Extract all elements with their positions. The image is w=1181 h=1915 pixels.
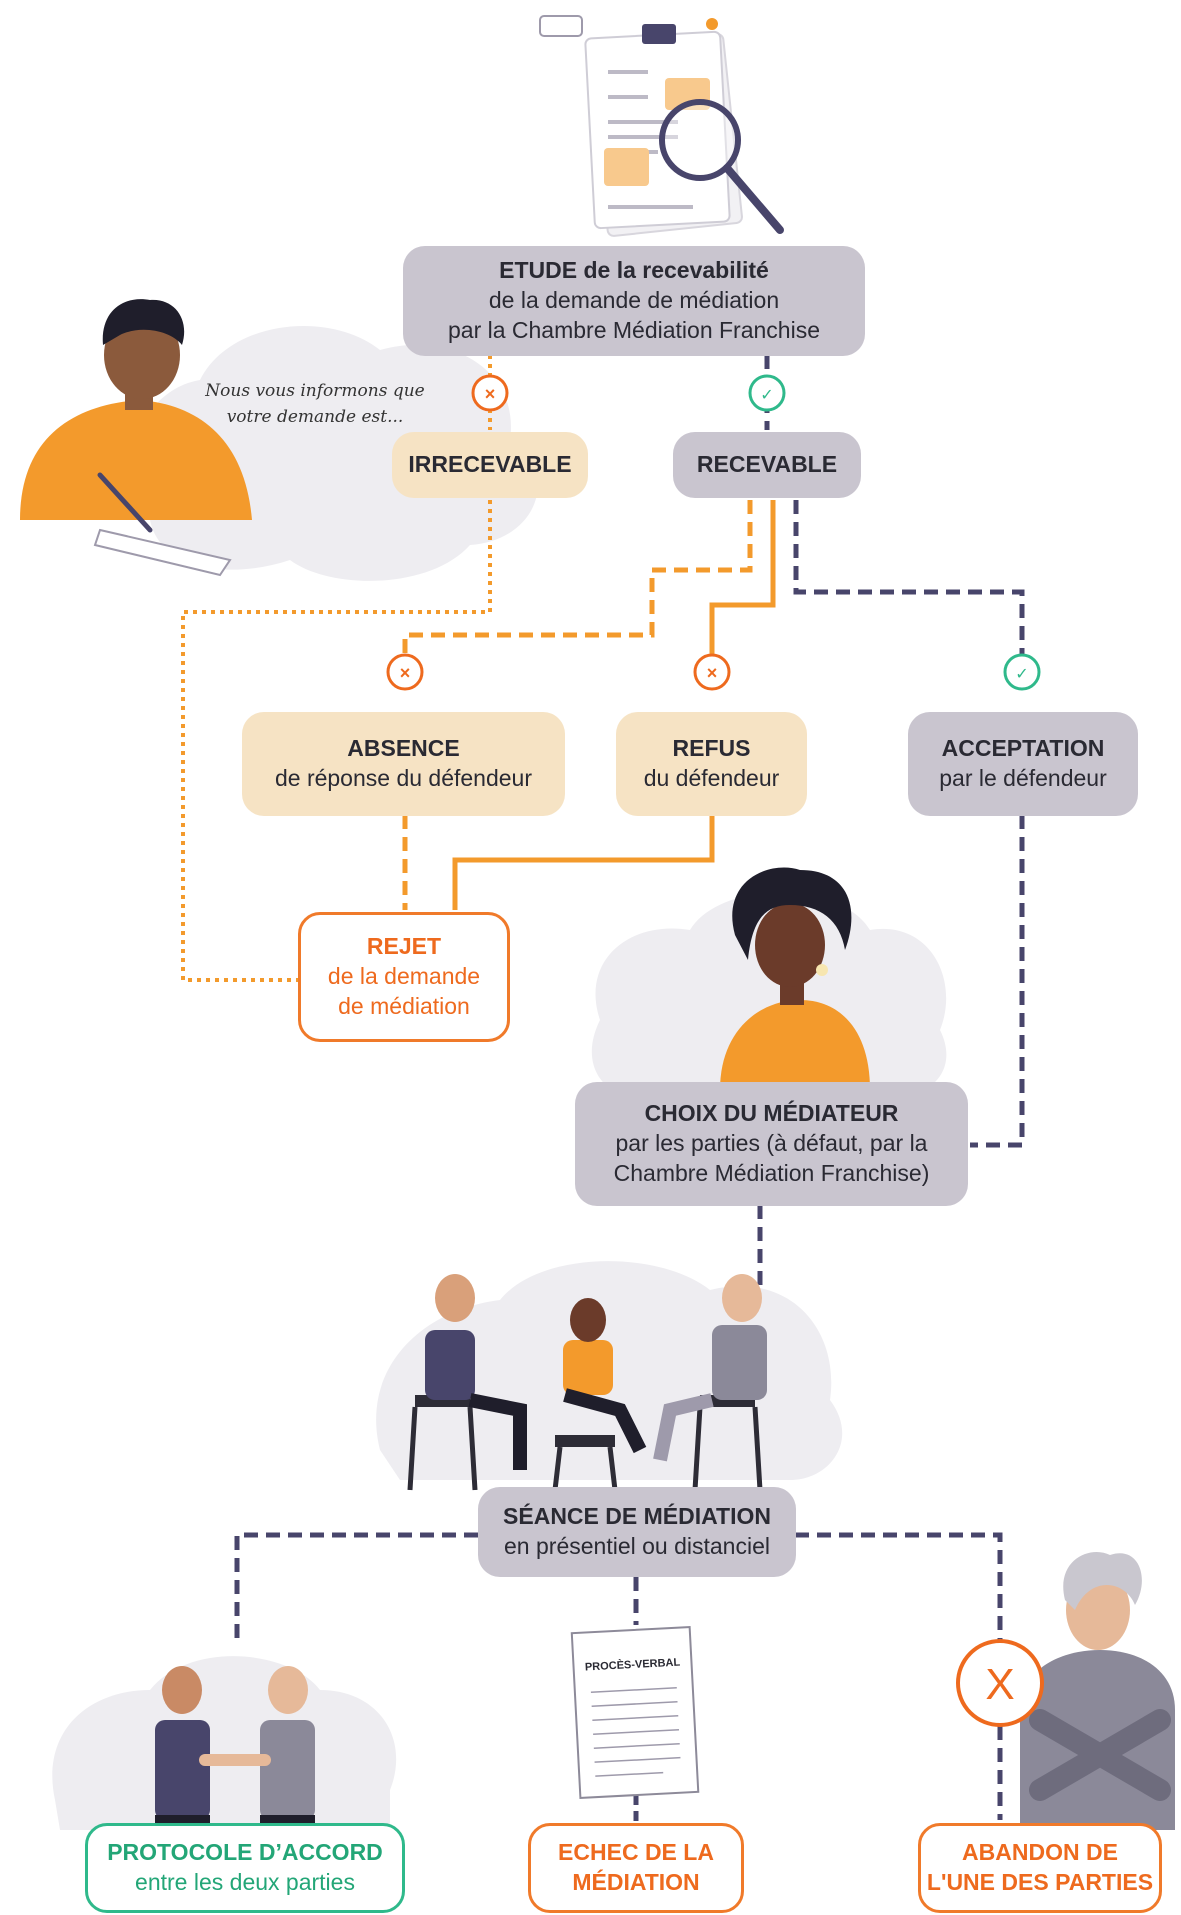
absence-title: ABSENCE (347, 735, 460, 762)
connector-irrecevable-rejet (181, 500, 492, 982)
node-protocole: PROTOCOLE D’ACCORD entre les deux partie… (85, 1823, 405, 1913)
connector-seance-abandon (795, 1532, 1003, 1820)
check-marker-acceptation: ✓ (1003, 653, 1041, 691)
etude-line2: de la demande de médiation (488, 287, 780, 314)
speech-line-2: votre demande est... (226, 407, 404, 428)
svg-text:X: X (985, 1660, 1014, 1709)
echec-title: ECHEC DE LA (558, 1839, 714, 1866)
connector-acceptation-choix (970, 815, 1025, 1148)
choix-line3: Chambre Médiation Franchise) (613, 1159, 930, 1186)
choix-line2: par les parties (à défaut, par la (615, 1130, 928, 1157)
man-writing-illustration (20, 299, 252, 577)
recevable-title: RECEVABLE (696, 451, 838, 478)
node-etude: ETUDE de la recevabilité de la demande d… (403, 246, 865, 356)
x-marker-irrecevable: × (471, 374, 509, 412)
node-acceptation: ACCEPTATION par le défendeur (908, 712, 1138, 816)
seance-subtitle: en présentiel ou distanciel (504, 1533, 770, 1559)
speech-bubble-text: Nous vous informons que votre demande es… (200, 378, 430, 431)
check-marker-recevable: ✓ (748, 374, 786, 412)
abandon-subtitle: L'UNE DES PARTIES (926, 1869, 1154, 1895)
echec-subtitle: MÉDIATION (572, 1869, 700, 1895)
node-echec: ECHEC DE LA MÉDIATION (528, 1823, 744, 1913)
choix-title: CHOIX DU MÉDIATEUR (644, 1100, 899, 1127)
acceptation-title: ACCEPTATION (941, 735, 1105, 762)
node-absence: ABSENCE de réponse du défendeur (242, 712, 565, 816)
rejet-line2: de la demande (327, 963, 481, 990)
node-abandon: ABANDON DE L'UNE DES PARTIES (918, 1823, 1162, 1913)
abandon-man-illustration (1020, 1552, 1175, 1830)
node-seance: SÉANCE DE MÉDIATION en présentiel ou dis… (478, 1487, 796, 1577)
node-choix-mediateur: CHOIX DU MÉDIATEUR par les parties (à dé… (575, 1082, 968, 1206)
refus-title: REFUS (672, 735, 751, 762)
mediator-woman-illustration (720, 867, 870, 1090)
irrecevable-title: IRRECEVABLE (408, 451, 572, 478)
connector-refus-rejet (452, 815, 715, 910)
proces-verbal-document: PROCÈS-VERBAL (570, 1625, 700, 1800)
connector-recevable-absence (402, 500, 753, 660)
connector-seance-protocole (234, 1532, 478, 1640)
connector-recevable-refus (709, 500, 776, 660)
protocole-title: PROTOCOLE D’ACCORD (107, 1839, 383, 1866)
seance-title: SÉANCE DE MÉDIATION (503, 1503, 771, 1530)
big-x-icon: X (956, 1639, 1044, 1727)
etude-line3: par la Chambre Médiation Franchise (447, 316, 820, 343)
node-recevable: RECEVABLE (673, 432, 861, 498)
node-rejet: REJET de la demande de médiation (298, 912, 510, 1042)
abandon-title: ABANDON DE (962, 1839, 1118, 1866)
refus-subtitle: du défendeur (643, 765, 780, 791)
svg-text:×: × (485, 384, 496, 404)
x-marker-absence: × (386, 653, 424, 691)
meeting-illustration (407, 1274, 767, 1491)
svg-text:×: × (707, 663, 718, 683)
protocole-subtitle: entre les deux parties (135, 1869, 355, 1895)
svg-text:×: × (400, 663, 411, 683)
speech-line-1: Nous vous informons que (205, 381, 425, 401)
absence-subtitle: de réponse du défendeur (274, 765, 533, 791)
rejet-line3: de médiation (338, 992, 470, 1019)
svg-text:✓: ✓ (760, 385, 773, 404)
document-magnifier-illustration (539, 15, 784, 237)
node-refus: REFUS du défendeur (616, 712, 807, 816)
svg-text:PROCÈS-VERBAL: PROCÈS-VERBAL (585, 1656, 681, 1674)
connector-recevable-acceptation (793, 500, 1025, 660)
rejet-title: REJET (366, 933, 442, 960)
node-irrecevable: IRRECEVABLE (392, 432, 588, 498)
handshake-cloud (52, 1656, 397, 1830)
acceptation-subtitle: par le défendeur (939, 765, 1107, 791)
x-marker-refus: × (693, 653, 731, 691)
etude-title: ETUDE de la recevabilité (499, 257, 769, 284)
svg-text:✓: ✓ (1015, 664, 1028, 683)
